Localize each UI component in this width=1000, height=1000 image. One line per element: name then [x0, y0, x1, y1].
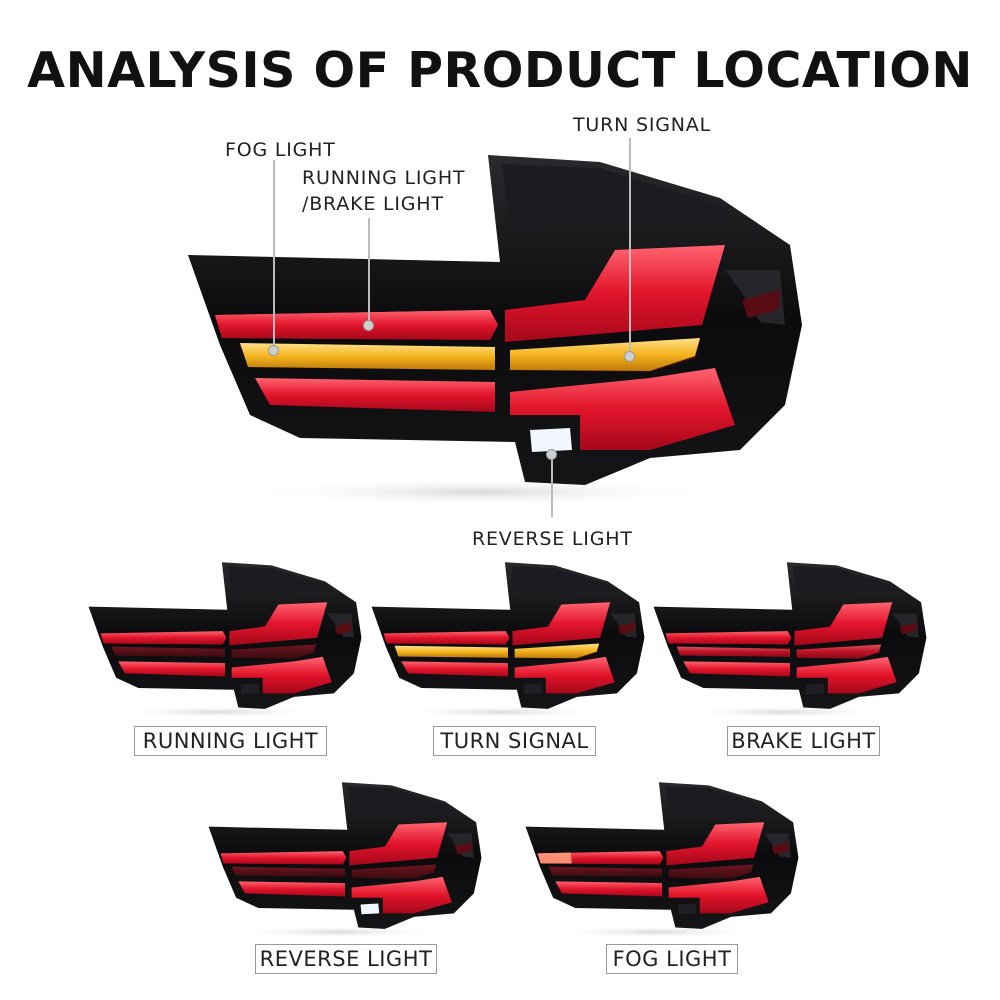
variant-caption-turn-signal: TURN SIGNAL — [433, 726, 596, 756]
reverse-lens-lit — [360, 903, 380, 915]
variant-caption-reverse-light: REVERSE LIGHT — [255, 944, 437, 974]
running-light-thumbnail — [88, 562, 362, 719]
reverse-light-lens — [530, 428, 572, 452]
page-title: ANALYSIS OF PRODUCT LOCATION — [27, 42, 973, 99]
running-light-callout: RUNNING LIGHT — [302, 167, 466, 189]
turn-signal-band-right — [514, 643, 600, 659]
reverse-light-leader — [551, 455, 553, 517]
fog-light-thumbnail — [525, 782, 799, 939]
tail-light-main — [188, 155, 802, 506]
fog-light-leader — [273, 160, 275, 350]
variant-caption-running-light: RUNNING LIGHT — [134, 726, 327, 756]
fog-lens-lit — [537, 852, 572, 864]
brake-band-right — [796, 644, 882, 659]
turn-signal-leader — [629, 138, 631, 356]
running-light-leader — [368, 218, 370, 326]
running-brake-band-left — [215, 310, 498, 340]
turn-signal-thumbnail — [371, 562, 645, 719]
running-light-marker — [363, 320, 374, 331]
brake-light-thumbnail — [653, 562, 927, 719]
brake-band-left — [676, 646, 790, 657]
fog-light-band — [240, 343, 495, 370]
variant-caption-brake-light: BRAKE LIGHT — [727, 726, 880, 756]
turn-signal-band-left — [394, 645, 508, 658]
variant-caption-fog-light: FOG LIGHT — [606, 944, 738, 974]
fog-light-marker — [268, 345, 279, 356]
turn-signal-band — [510, 338, 700, 371]
fog-light-callout: FOG LIGHT — [225, 139, 336, 161]
turn-signal-marker — [624, 351, 635, 362]
reverse-light-marker — [546, 449, 557, 460]
turn-signal-callout: TURN SIGNAL — [573, 114, 711, 136]
reverse-light-thumbnail — [208, 782, 482, 939]
reverse-light-callout: REVERSE LIGHT — [472, 528, 633, 550]
brake-light-callout: /BRAKE LIGHT — [302, 193, 444, 215]
